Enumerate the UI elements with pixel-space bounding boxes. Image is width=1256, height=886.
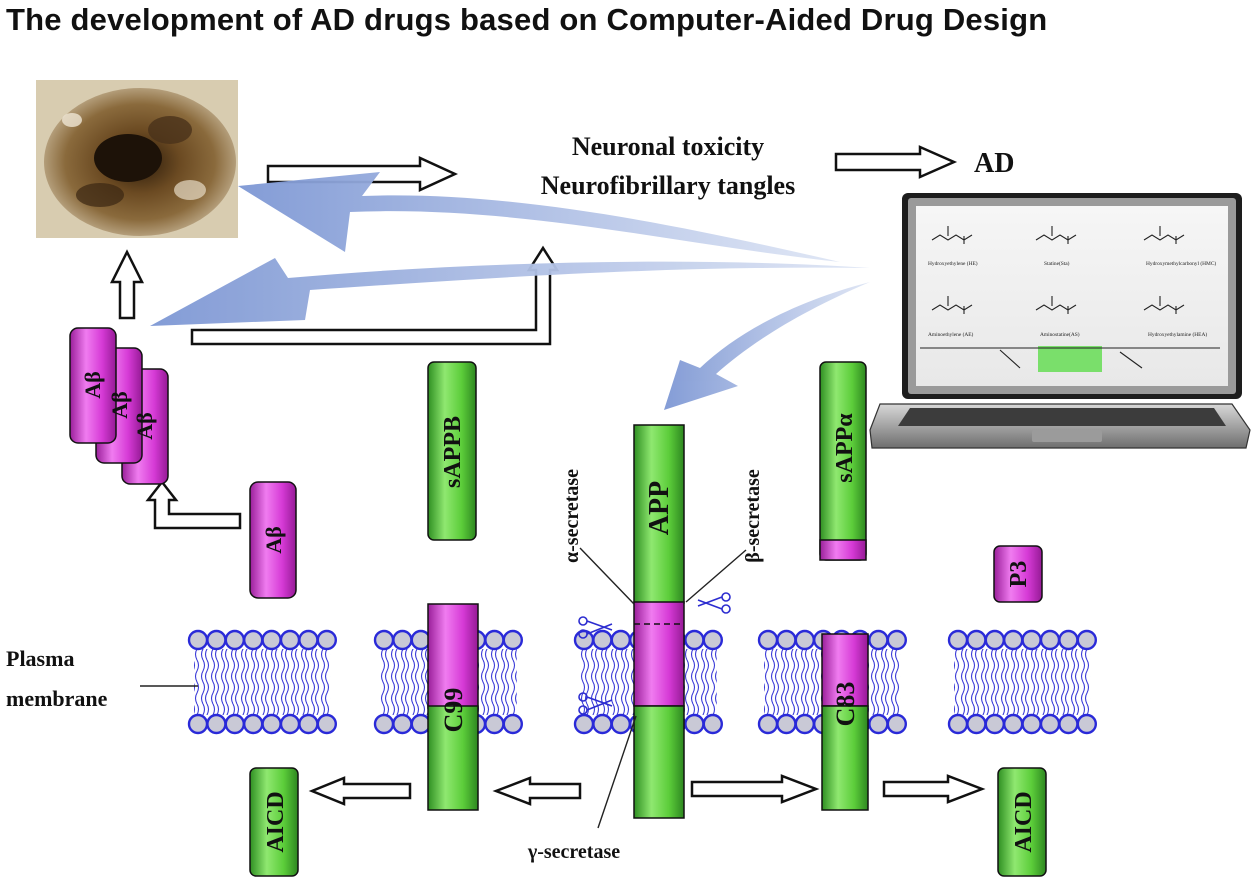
alpha-secretase-label: α-secretase — [561, 469, 583, 563]
beta-secretase-label: β-secretase — [742, 469, 764, 563]
compound-name-4: Aminoethylene (AE) — [928, 331, 974, 338]
c83-upper — [821, 633, 869, 707]
scissors-icon — [578, 592, 731, 715]
ad-label: AD — [974, 148, 1014, 179]
membrane-label: membrane — [6, 686, 108, 711]
app-lower — [633, 705, 685, 819]
plasma-label: Plasma — [6, 646, 74, 671]
compound-name-6: Hydroxyethylamine (HEA) — [1148, 331, 1207, 338]
neurofibrillary-tangles-label: Neurofibrillary tangles — [541, 171, 795, 200]
membrane-segment-5 — [947, 629, 1098, 735]
compound-name-1: Hydroxyethylene (HE) — [928, 260, 978, 267]
membrane-segment-1 — [187, 629, 337, 735]
neuronal-toxicity-label: Neuronal toxicity — [572, 132, 764, 161]
abeta-stack-label-1: Aβ — [80, 371, 105, 398]
toxicity-to-ad-arrow — [834, 145, 958, 179]
c83-to-aicd-arrow — [882, 774, 986, 804]
app-upper — [633, 424, 685, 604]
app-to-c99-arrow — [492, 776, 582, 806]
p3-cylinder — [993, 545, 1043, 603]
abeta-stack-1 — [69, 327, 117, 444]
laptop-computer: Hydroxyethylene (HE) Statine(Sta) Hydrox… — [869, 193, 1251, 449]
c99-label: C99 — [439, 688, 468, 733]
compound-name-2: Statine(Sta) — [1044, 260, 1070, 267]
abeta-stack-to-plaque-arrow — [109, 249, 145, 320]
abeta-stack-label-2: Aβ — [107, 391, 132, 418]
computer-to-app-swoosh — [664, 282, 870, 410]
amyloid-plaque-image — [36, 80, 238, 238]
sappb-label: sAPPB — [440, 416, 466, 488]
sappa-label: sAPPα — [832, 413, 858, 483]
abeta-single-label: Aβ — [261, 526, 286, 553]
app-to-c83-arrow — [690, 774, 820, 804]
compound-name-5: Aminostatine(AS) — [1040, 331, 1080, 338]
aicd-right-label: AICD — [1011, 791, 1037, 852]
abeta-stack-label-3: Aβ — [132, 412, 157, 439]
c99-lower — [427, 705, 479, 811]
app-middle — [633, 601, 685, 707]
app-label: APP — [644, 481, 675, 535]
abeta-single — [249, 481, 297, 599]
aicd-right — [997, 767, 1047, 877]
aicd-left-label: AICD — [263, 791, 289, 852]
c83-lower — [821, 705, 869, 811]
figure-title: The development of AD drugs based on Com… — [6, 2, 1048, 37]
aicd-left — [249, 767, 299, 877]
compound-name-3: Hydroxymethylcarbonyl (HMC) — [1146, 260, 1216, 267]
computer-to-plaque-swoosh — [238, 172, 840, 262]
membrane-path-to-toxicity-arrow — [190, 245, 560, 346]
c99-to-aicd-arrow — [308, 776, 412, 806]
sappa-tail — [819, 539, 867, 561]
c83-label: C83 — [831, 682, 860, 727]
gamma-secretase-label: γ-secretase — [527, 841, 620, 863]
abeta-to-stack-arrow — [145, 479, 242, 530]
p3-label: P3 — [1006, 561, 1032, 588]
computer-to-abeta-swoosh — [150, 258, 870, 326]
pointer-lines — [140, 547, 747, 829]
sappb-cylinder — [427, 361, 477, 541]
